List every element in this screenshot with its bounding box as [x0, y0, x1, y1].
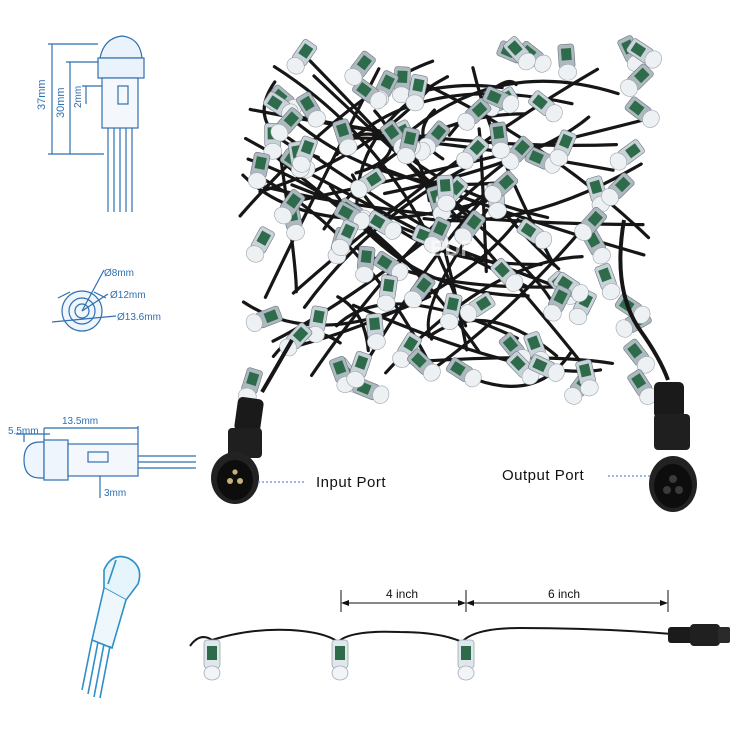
led-pixel [329, 355, 355, 393]
bottom-pixel-2 [331, 639, 349, 681]
cable-strand [238, 59, 435, 218]
led-pixel [439, 292, 463, 330]
spacing-label-2: 6 inch [548, 587, 580, 601]
led-pixel [296, 91, 326, 128]
led-pixel [274, 189, 306, 225]
led-pixel [355, 245, 376, 283]
led-pixel [436, 174, 456, 212]
led-pixel [624, 96, 660, 128]
led-pixel [627, 369, 658, 405]
led-pixel [332, 118, 358, 156]
spacing-label-1: 4 inch [386, 587, 418, 601]
led-pixel [392, 66, 411, 104]
cable-strand [288, 218, 520, 350]
cable-strand [408, 79, 620, 133]
isometric-pixel-drawing [81, 555, 141, 699]
led-pixel [445, 357, 482, 388]
led-pixel [549, 129, 577, 167]
dim-length-head: 5.5mm [8, 426, 39, 437]
led-pixel [306, 305, 329, 343]
led-pixel [503, 36, 536, 71]
led-pixel [528, 354, 565, 382]
horizontal-view-drawing [16, 426, 196, 498]
led-pixel [270, 107, 304, 142]
cable-strand [275, 156, 424, 277]
led-pixel [286, 39, 318, 75]
led-pixel [333, 201, 370, 231]
dim-height-side: 3mm [104, 488, 126, 499]
output-port-label: Output Port [502, 467, 585, 484]
led-pixel [459, 292, 496, 323]
led-pixel [245, 305, 283, 332]
led-pixel [392, 332, 422, 368]
dim-diameter-inner: Ø8mm [104, 268, 134, 279]
led-pixel [331, 219, 359, 257]
input-port-label: Input Port [316, 474, 386, 491]
cable-strand [310, 148, 524, 377]
led-pixel [245, 226, 275, 263]
led-pixel [626, 38, 662, 69]
led-pixel [423, 216, 452, 254]
led-pixel [490, 257, 524, 292]
cable-strand [477, 127, 488, 274]
input-connector [211, 339, 294, 504]
led-pixel [352, 78, 388, 110]
led-pixel [365, 210, 402, 240]
cable-strand [421, 108, 445, 161]
dim-length-body: 13.5mm [62, 416, 98, 427]
led-pixel [405, 74, 428, 112]
led-pixel [553, 271, 589, 303]
led-pixel [404, 273, 436, 309]
led-pixel [396, 126, 420, 165]
led-pixel [620, 63, 654, 97]
led-pixel [454, 210, 486, 246]
led-pixel [543, 285, 572, 322]
led-pixel [344, 50, 376, 86]
led-pixel [350, 167, 386, 198]
led-pixel [292, 135, 318, 173]
led-pixel [609, 139, 645, 171]
watermark: EDP [430, 236, 475, 261]
spacing-diagram [189, 590, 730, 647]
led-pixel [601, 172, 635, 206]
led-pixel [238, 367, 263, 405]
led-string-cluster [238, 35, 662, 405]
bottom-pixel-3 [457, 639, 475, 681]
led-pixel [484, 170, 519, 204]
led-pixel [528, 90, 563, 123]
bottom-pixel-1 [203, 639, 221, 681]
dim-height-total: 37mm [36, 79, 48, 110]
led-pixel [376, 274, 398, 312]
dim-diameter-outer: Ø13.6mm [117, 312, 161, 323]
led-pixel [457, 97, 492, 131]
led-pixel [574, 206, 607, 241]
led-pixel [346, 350, 372, 388]
led-pixel [247, 151, 271, 190]
dim-offset-small: 2mm [73, 86, 84, 108]
side-view-drawing [48, 35, 145, 212]
led-pixel [365, 313, 386, 351]
led-pixel [482, 86, 520, 114]
dim-diameter-mid: Ø12mm [110, 290, 146, 301]
led-pixel [506, 351, 540, 385]
led-pixel [575, 359, 599, 397]
led-pixel [456, 135, 490, 170]
led-pixel [623, 338, 655, 374]
top-view-drawing [51, 269, 117, 332]
dim-height-body: 30mm [55, 87, 67, 118]
led-pixel [594, 263, 621, 301]
led-pixel [557, 43, 577, 81]
led-pixel [407, 348, 441, 382]
cable-strand [354, 109, 393, 175]
led-pixel [516, 218, 553, 250]
output-connector [618, 219, 697, 512]
led-pixel [489, 121, 511, 159]
